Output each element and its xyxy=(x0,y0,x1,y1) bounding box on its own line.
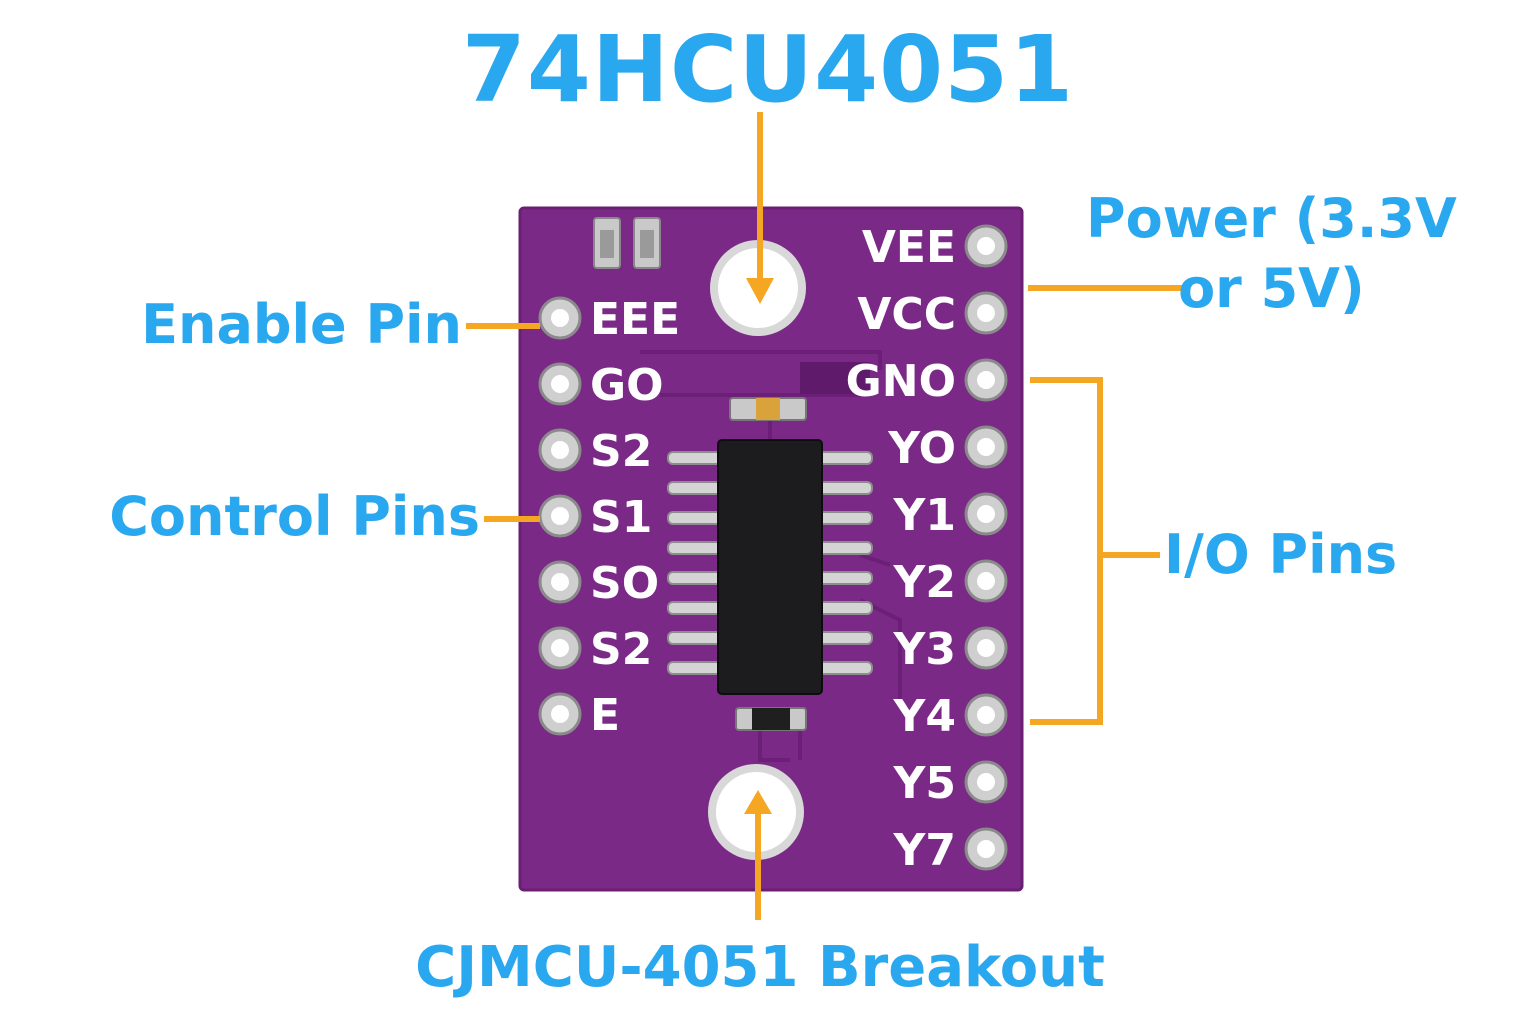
right-pin: YO xyxy=(887,423,1008,474)
right-pin: Y7 xyxy=(893,825,1008,876)
pin-hole xyxy=(551,639,569,657)
chip-leg-right xyxy=(815,451,873,465)
right-pin-label: Y3 xyxy=(893,624,956,675)
pin-hole xyxy=(977,438,995,456)
chip-leg-right xyxy=(815,571,873,585)
right-pin: Y3 xyxy=(893,624,1008,675)
chip-title: 74HCU4051 xyxy=(461,16,1075,123)
pin-hole xyxy=(551,441,569,459)
left-pin: EEE xyxy=(538,294,680,345)
left-pin-label: GO xyxy=(590,360,664,411)
pin-hole xyxy=(977,505,995,523)
chip-leg-right xyxy=(815,631,873,645)
smd-capacitor xyxy=(729,397,807,421)
pin-hole xyxy=(977,840,995,858)
right-pin-label: Y1 xyxy=(893,490,956,541)
io-bracket xyxy=(1030,377,1103,725)
right-pin-label: Y5 xyxy=(893,758,956,809)
chip-legs xyxy=(667,451,873,675)
left-pin: S1 xyxy=(538,492,652,543)
left-pin-label: S2 xyxy=(590,426,652,477)
pin-hole xyxy=(977,572,995,590)
chip-leg-left xyxy=(667,601,725,615)
smd-resistor xyxy=(735,707,807,731)
pin-hole xyxy=(977,237,995,255)
chip-leg-left xyxy=(667,451,725,465)
power-label: Power (3.3V or 5V) xyxy=(1086,187,1457,321)
chip-leg-left xyxy=(667,631,725,645)
pin-hole xyxy=(551,507,569,525)
pcb-board-edge xyxy=(518,206,1024,892)
left-pin: S2 xyxy=(538,624,652,675)
right-pin-label: Y4 xyxy=(893,691,956,742)
io-pins-label: I/O Pins xyxy=(1164,523,1398,586)
right-pin: GNO xyxy=(846,356,1008,407)
breakout-arrowhead xyxy=(744,790,772,814)
pin-hole xyxy=(977,304,995,322)
pin-hole xyxy=(551,375,569,393)
right-pin: VEE xyxy=(862,222,1008,273)
smd-pads xyxy=(593,217,661,269)
title-arrowhead xyxy=(746,278,774,304)
left-pin: S2 xyxy=(538,426,652,477)
pin-hole xyxy=(977,706,995,724)
left-pin: SO xyxy=(538,558,659,609)
right-pin-label: Y2 xyxy=(893,557,956,608)
left-pin: E xyxy=(538,690,620,741)
breakout-label: CJMCU-4051 Breakout xyxy=(415,935,1105,1000)
right-pin: Y1 xyxy=(893,490,1008,541)
chip-leg-right xyxy=(815,541,873,555)
ic-chip xyxy=(717,439,823,695)
chip-leg-left xyxy=(667,511,725,525)
right-pin: Y4 xyxy=(893,691,1008,742)
right-pin-label: YO xyxy=(887,423,956,474)
right-pin-label: VCC xyxy=(857,289,956,340)
right-pin: VCC xyxy=(857,289,1008,340)
right-pin-label: Y7 xyxy=(893,825,956,876)
chip-leg-left xyxy=(667,661,725,675)
right-pin: Y5 xyxy=(893,758,1008,809)
pin-hole xyxy=(551,573,569,591)
left-pin-label: S2 xyxy=(590,624,652,675)
pin-hole xyxy=(551,309,569,327)
pin-hole xyxy=(977,639,995,657)
left-pin-label: E xyxy=(590,690,620,741)
chip-leg-left xyxy=(667,481,725,495)
left-pin-label: S1 xyxy=(590,492,652,543)
pcb-traces xyxy=(640,350,902,762)
leader-lines xyxy=(466,112,1184,920)
chip-leg-right xyxy=(815,601,873,615)
pin-hole xyxy=(551,705,569,723)
chip-leg-left xyxy=(667,541,725,555)
chip-leg-left xyxy=(667,571,725,585)
left-pin-label: SO xyxy=(590,558,659,609)
right-pin-label: GNO xyxy=(846,356,956,407)
chip-leg-right xyxy=(815,511,873,525)
right-pin: Y2 xyxy=(893,557,1008,608)
right-pin-label: VEE xyxy=(862,222,956,273)
left-pin-label: EEE xyxy=(590,294,680,345)
enable-pin-label: Enable Pin xyxy=(141,293,462,356)
left-pin: GO xyxy=(538,360,664,411)
control-pins-label: Control Pins xyxy=(109,485,480,548)
chip-leg-right xyxy=(815,481,873,495)
pin-hole xyxy=(977,773,995,791)
pin-hole xyxy=(977,371,995,389)
chip-leg-right xyxy=(815,661,873,675)
